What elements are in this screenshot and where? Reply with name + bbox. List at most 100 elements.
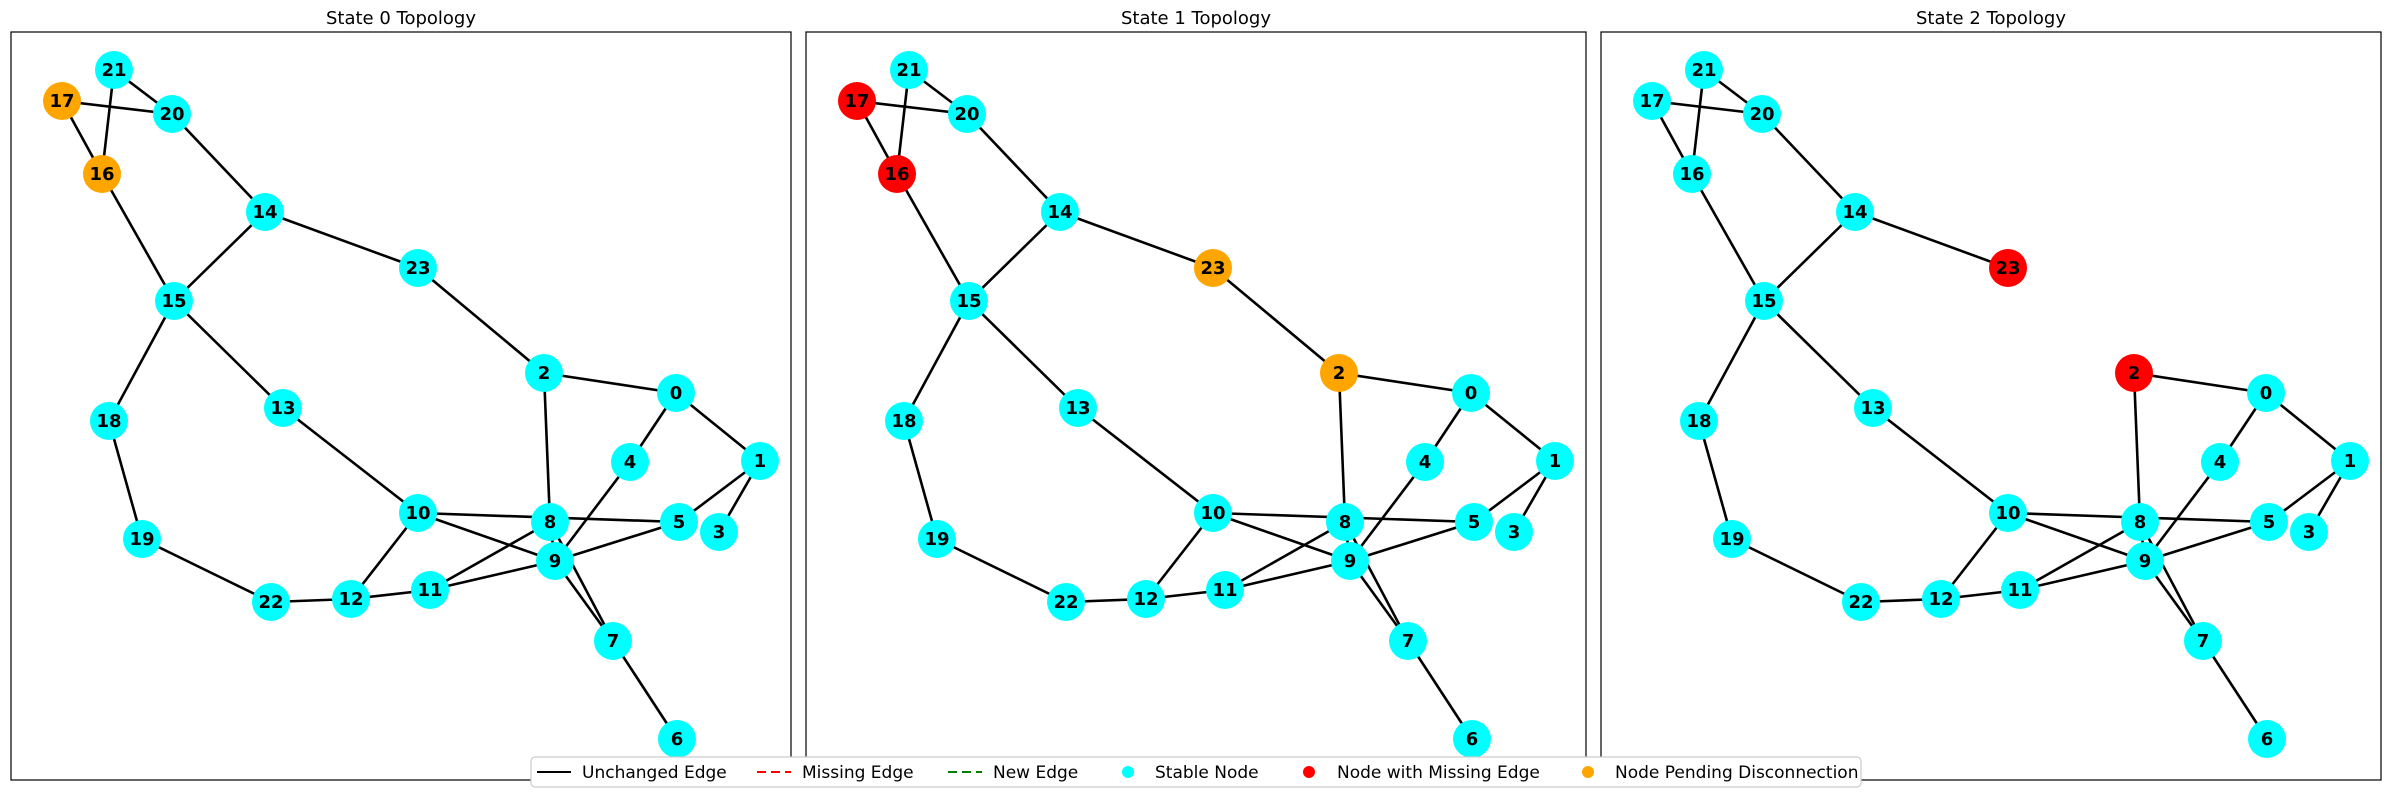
node-label: 8 <box>1339 512 1352 533</box>
node-19: 19 <box>1713 520 1751 558</box>
edge-18-19 <box>902 420 939 540</box>
node-label: 11 <box>2007 580 2032 601</box>
node-13: 13 <box>1059 389 1097 427</box>
edge-20-14 <box>1761 113 1856 213</box>
node-label: 3 <box>2303 522 2316 543</box>
node-9: 9 <box>1331 542 1369 580</box>
node-23: 23 <box>1194 249 1232 287</box>
node-0: 0 <box>657 374 695 412</box>
node-label: 16 <box>89 164 114 185</box>
node-20: 20 <box>1743 95 1781 133</box>
node-label: 10 <box>1200 503 1225 524</box>
legend-item-unchanged-edge: Unchanged Edge <box>537 763 727 783</box>
node-circle <box>1406 443 1444 481</box>
node-label: 21 <box>896 60 921 81</box>
node-label: 3 <box>713 522 726 543</box>
node-10: 10 <box>1989 494 2027 532</box>
node-circle <box>2001 571 2039 609</box>
node-21: 21 <box>1685 51 1723 89</box>
node-label: 22 <box>258 592 283 613</box>
edge-9-11 <box>2019 559 2146 592</box>
edge-2-0 <box>2133 371 2267 395</box>
node-circle <box>1452 374 1490 412</box>
node-circle <box>1989 494 2027 532</box>
node-circle <box>531 503 569 541</box>
node-10: 10 <box>399 494 437 532</box>
panel-0: State 0 Topology012345678910111213141516… <box>10 8 792 781</box>
node-circle <box>1320 354 1358 392</box>
edge-18-19 <box>107 420 144 540</box>
panel-1: State 1 Topology012345678910111213141516… <box>805 8 1587 781</box>
node-circle <box>1127 580 1165 618</box>
edge-5-9 <box>554 520 680 563</box>
node-21: 21 <box>95 51 133 89</box>
node-circle <box>155 282 193 320</box>
edge-19-22 <box>936 537 1067 604</box>
edge-15-18 <box>902 300 971 422</box>
node-label: 14 <box>1047 202 1072 223</box>
node-circle <box>2247 374 2285 412</box>
node-label: 18 <box>1686 411 1711 432</box>
edge-7-6 <box>2201 640 2269 740</box>
node-11: 11 <box>1206 571 1244 609</box>
node-14: 14 <box>246 193 284 231</box>
edge-14-23 <box>264 210 419 270</box>
node-circle <box>1922 580 1960 618</box>
node-16: 16 <box>83 155 121 193</box>
legend-frame <box>530 756 1862 788</box>
node-label: 4 <box>624 452 637 473</box>
node-20: 20 <box>153 95 191 133</box>
node-22: 22 <box>252 583 290 621</box>
node-label: 20 <box>1749 104 1774 125</box>
node-circle <box>123 520 161 558</box>
edge-23-2 <box>1212 267 1340 374</box>
node-label: 1 <box>2344 451 2357 472</box>
node-circle <box>399 249 437 287</box>
edge-10-9 <box>2007 511 2146 563</box>
edge-15-18 <box>1697 300 1766 422</box>
node-circle <box>1455 503 1493 541</box>
edge-7-6 <box>1406 640 1474 740</box>
node-circle <box>536 542 574 580</box>
node-19: 19 <box>918 520 956 558</box>
edge-4-9 <box>2143 461 2222 562</box>
node-12: 12 <box>332 580 370 618</box>
node-circle <box>246 193 284 231</box>
node-3: 3 <box>1495 513 1533 551</box>
node-8: 8 <box>2121 503 2159 541</box>
node-circle <box>1680 402 1718 440</box>
edge-16-15 <box>895 173 971 302</box>
node-label: 14 <box>1842 202 1867 223</box>
node-11: 11 <box>411 571 449 609</box>
node-label: 4 <box>1419 452 1432 473</box>
node-circle <box>1041 193 1079 231</box>
node-label: 13 <box>1065 398 1090 419</box>
node-label: 1 <box>754 451 767 472</box>
node-label: 4 <box>2214 452 2227 473</box>
node-label: 2 <box>538 363 551 384</box>
node-4: 4 <box>1406 443 1444 481</box>
edge-8-11 <box>429 520 551 592</box>
node-circle <box>1331 542 1369 580</box>
node-circle <box>1989 249 2027 287</box>
node-circle <box>2331 442 2369 480</box>
node-2: 2 <box>2115 354 2153 392</box>
node-circle <box>1194 494 1232 532</box>
node-label: 13 <box>270 398 295 419</box>
node-label: 22 <box>1848 592 1873 613</box>
node-label: 5 <box>1468 512 1481 533</box>
edge-15-13 <box>1763 300 1874 409</box>
node-10: 10 <box>1194 494 1232 532</box>
node-circle <box>948 95 986 133</box>
panel-title: State 1 Topology <box>1121 8 1271 29</box>
edge-23-2 <box>417 267 545 374</box>
node-label: 17 <box>1639 91 1664 112</box>
edge-10-9 <box>1212 511 1351 563</box>
node-label: 7 <box>2197 631 2210 652</box>
node-1: 1 <box>2331 442 2369 480</box>
node-circle <box>2115 354 2153 392</box>
edge-4-9 <box>1348 461 1427 562</box>
node-label: 23 <box>405 258 430 279</box>
edge-9-11 <box>1224 559 1351 592</box>
node-circle <box>950 282 988 320</box>
